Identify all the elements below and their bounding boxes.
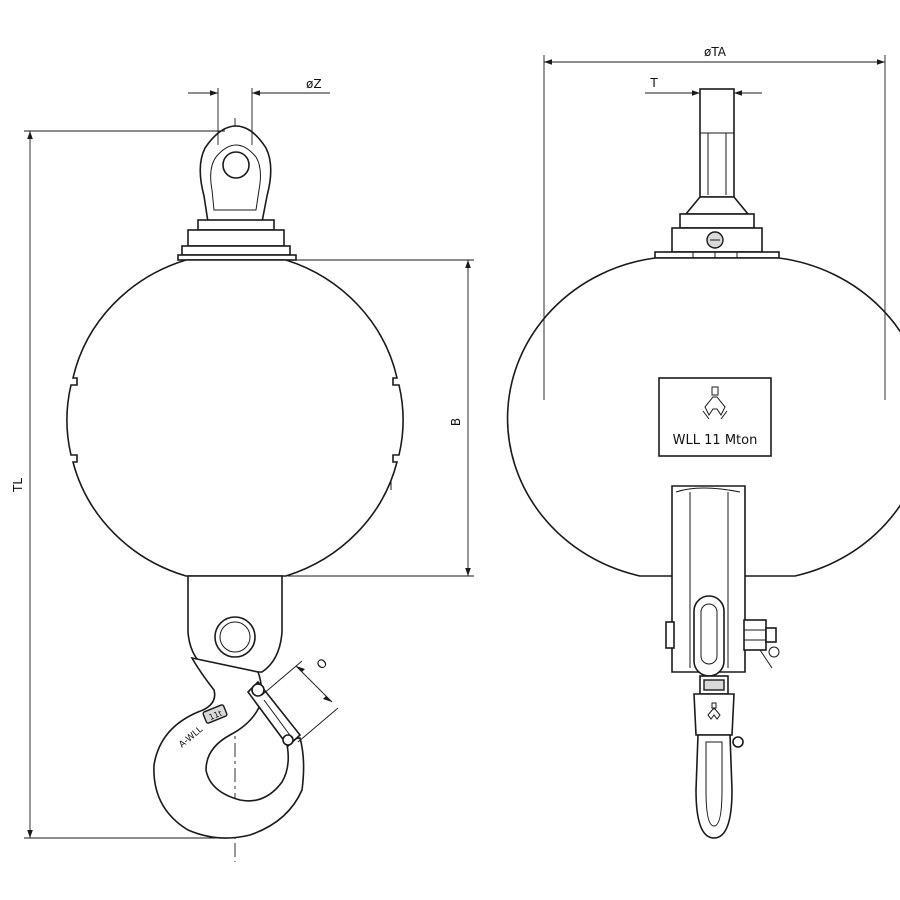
swivel-eye: [199, 125, 272, 223]
dim-shackle-width: øZ: [188, 77, 330, 145]
dim-thread: T: [645, 76, 762, 96]
label-tl: TL: [11, 478, 25, 493]
eye-pin: [222, 151, 250, 179]
dim-total-length: TL: [11, 130, 225, 839]
safety-latch: [246, 680, 302, 748]
label-o: O: [314, 656, 331, 673]
label-ota: øTA: [704, 45, 727, 59]
threaded-stud: [679, 88, 755, 229]
front-view: WLL 11 Mton: [506, 45, 900, 839]
hook-shank: [187, 575, 283, 673]
yoke-pin: [665, 619, 780, 669]
label-b: B: [449, 418, 463, 426]
swivel-collar: [177, 219, 297, 261]
hook-body: [153, 656, 305, 839]
hook-badge: [202, 704, 228, 724]
dim-ball-diameter: øTA: [543, 45, 886, 400]
front-collar: [654, 227, 780, 262]
dim-ball-height: B: [288, 259, 474, 577]
label-t: T: [649, 76, 658, 90]
nameplate-label: WLL 11 Mton: [673, 433, 758, 448]
crane-hook-small-logo-icon: [707, 702, 721, 720]
ball-body-side: [66, 259, 404, 577]
nameplate: WLL 11 Mton: [658, 377, 772, 457]
shank-pin: [214, 616, 256, 658]
clevis-yoke: [671, 485, 746, 677]
label-oz: øZ: [306, 77, 322, 91]
dim-hook-opening: O: [261, 656, 339, 743]
crane-hook-logo-icon: [702, 386, 728, 420]
front-hook: [693, 675, 744, 839]
side-view: 11t A-WLL øZ TL: [11, 77, 474, 862]
